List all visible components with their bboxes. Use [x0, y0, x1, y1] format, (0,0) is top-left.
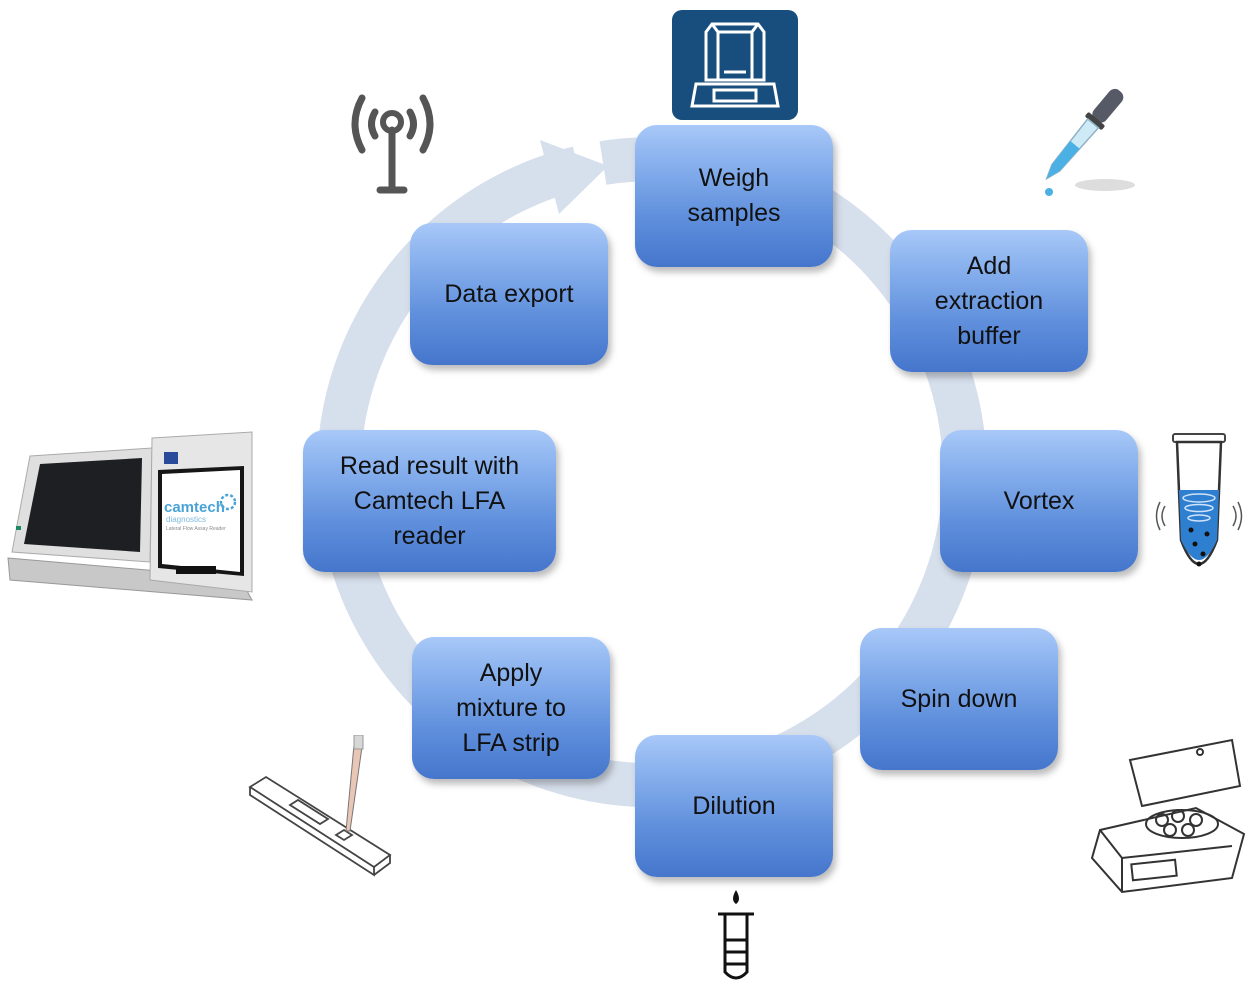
step-apply-mixture: Apply mixture to LFA strip: [412, 637, 610, 779]
antenna-icon: [351, 94, 434, 194]
lfa-reader-device-icon: camtech diagnostics Lateral Flow Assay R…: [7, 431, 253, 601]
vortex-tube-icon: [1155, 433, 1243, 567]
device-caption: Lateral Flow Assay Reader: [166, 526, 226, 532]
dropper-icon: [1045, 88, 1135, 196]
step-weigh-samples: Weigh samples: [635, 125, 833, 267]
analytical-balance-icon: [672, 10, 798, 120]
lfa-strip-pipette-icon: [248, 735, 392, 877]
step-spin-down: Spin down: [860, 628, 1058, 770]
step-read-result: Read result with Camtech LFA reader: [303, 430, 556, 572]
step-vortex: Vortex: [940, 430, 1138, 572]
device-sub: diagnostics: [166, 515, 206, 524]
step-data-export: Data export: [410, 223, 608, 365]
device-brand: camtech: [164, 499, 225, 516]
centrifuge-icon: [1090, 738, 1246, 894]
test-tube-icon: [718, 890, 754, 980]
step-add-extraction-buffer: Add extraction buffer: [890, 230, 1088, 372]
step-dilution: Dilution: [635, 735, 833, 877]
